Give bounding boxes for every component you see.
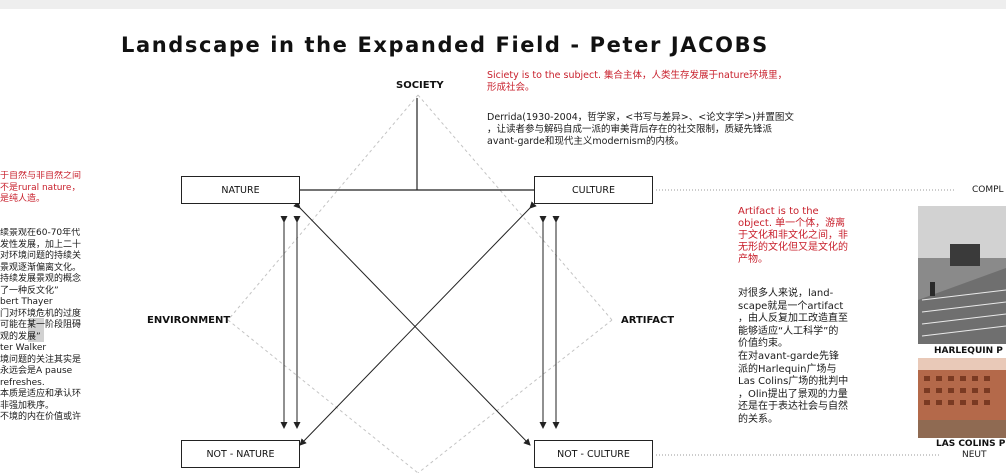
left-black-line: 可能在某一阶段阻碍 [0, 320, 82, 330]
neutral-label: NEUT [962, 450, 987, 460]
society-black-line: avant-garde和现代主义modernism的内核。 [487, 136, 684, 147]
left-black-line: ter Walker [0, 343, 47, 353]
artifact-black-line: 对很多人来说，land- [738, 288, 834, 299]
left-black-line: 不境的内在价值或许 [0, 412, 82, 422]
left-red-line: 于自然与非自然之间 [0, 171, 82, 181]
society-note-black: Derrida(1930-2004，哲学家，<书写与差异>、<论文字学>)并置图… [487, 112, 794, 148]
artifact-black-line: ，Olin提出了景观的力量 [738, 388, 848, 400]
environment-label: ENVIRONMENT [147, 315, 231, 326]
left-black-line: 观的发展” [0, 331, 41, 342]
left-black-line: refreshes. [0, 377, 45, 388]
left-black-line: 景观逐渐偏离文化。 [0, 262, 82, 273]
society-red-line: 形成社会。 [487, 82, 535, 93]
left-black-line: 门对环境危机的过度 [0, 308, 82, 319]
left-red-line: 不是rural nature， [0, 182, 81, 193]
artifact-black-line: Las Colins广场的批判中 [738, 376, 849, 388]
society-note-red: Siciety is to the subject. 集合主体，人类生存发展于n… [487, 70, 787, 94]
left-black-line: 发性发展，加上二十 [0, 239, 82, 250]
harlequin-plaza-photo [918, 206, 1006, 344]
left-photo-fragment [28, 318, 44, 342]
culture-box: CULTURE [534, 176, 653, 204]
harlequin-caption: HARLEQUIN P [934, 346, 1003, 356]
society-label: SOCIETY [396, 80, 444, 91]
page-title: Landscape in the Expanded Field - Peter … [121, 33, 769, 57]
left-note-black: 续景观在60-70年代 发性发展，加上二十 对环境问题的持续关 景观逐渐偏离文化… [0, 228, 115, 424]
society-black-line: ，让读者参与解码自成一派的审美背后存在的社交限制，质疑先锋派 [487, 124, 773, 135]
society-red-line: Siciety is to the subject. 集合主体，人类生存发展于n… [487, 70, 788, 81]
artifact-label: ARTIFACT [621, 315, 675, 326]
artifact-note-red: Artifact is to the object. 单一个体，游离 于文化和非… [738, 206, 848, 266]
dashed-diamond [227, 94, 613, 473]
artifact-black-line: scape就是一个artifact [738, 300, 844, 312]
left-black-line: 续景观在60-70年代 [0, 228, 81, 238]
artifact-black-line: 派的Harlequin广场与 [738, 363, 837, 375]
left-black-line: 永远会是A pause [0, 366, 73, 376]
complex-label: COMPL [972, 185, 1004, 195]
left-black-line: 非强加秩序。 [0, 400, 55, 411]
artifact-black-line: 能够适应“人工科学”的 [738, 325, 839, 337]
artifact-black-line: 的关系。 [738, 413, 778, 425]
diagonal-arrow-2 [299, 201, 537, 446]
artifact-red-line: Artifact is to the [738, 206, 819, 217]
las-colins-caption: LAS COLINS P [936, 439, 1006, 449]
top-strip [0, 0, 1006, 9]
left-black-line: 本质是适应和承认环 [0, 389, 82, 399]
artifact-red-line: object. 单一个体，游离 [738, 218, 846, 229]
artifact-black-line: 价值约束。 [738, 338, 788, 350]
left-black-line: bert Thayer [0, 297, 53, 307]
not-nature-box: NOT - NATURE [181, 440, 300, 468]
left-red-line: 是纯人造。 [0, 194, 46, 204]
society-black-line: Derrida(1930-2004，哲学家，<书写与差异>、<论文字学>)并置图… [487, 112, 794, 123]
left-black-line: 持续发展景观的概念 [0, 274, 82, 284]
artifact-red-line: 于文化和非文化之间，非 [738, 230, 848, 241]
artifact-red-line: 无形的文化但又是文化的 [738, 242, 848, 253]
left-black-line: 了一种反文化” [0, 285, 59, 296]
artifact-note-black: 对很多人来说，land- scape就是一个artifact ，由人反复加工改造… [738, 288, 848, 427]
left-note-red: 于自然与非自然之间 不是rural nature， 是纯人造。 [0, 171, 115, 206]
nature-box: NATURE [181, 176, 300, 204]
artifact-black-line: ，由人反复加工改造直至 [738, 313, 848, 325]
artifact-black-line: 还是在于表达社会与自然 [738, 401, 848, 413]
not-culture-box: NOT - CULTURE [534, 440, 653, 468]
las-colins-plaza-photo [918, 358, 1006, 438]
artifact-black-line: 在对avant-garde先锋 [738, 350, 839, 362]
left-black-line: 对环境问题的持续关 [0, 251, 82, 261]
left-black-line: 境问题的关注其实是 [0, 354, 82, 365]
artifact-red-line: 产物。 [738, 254, 768, 265]
